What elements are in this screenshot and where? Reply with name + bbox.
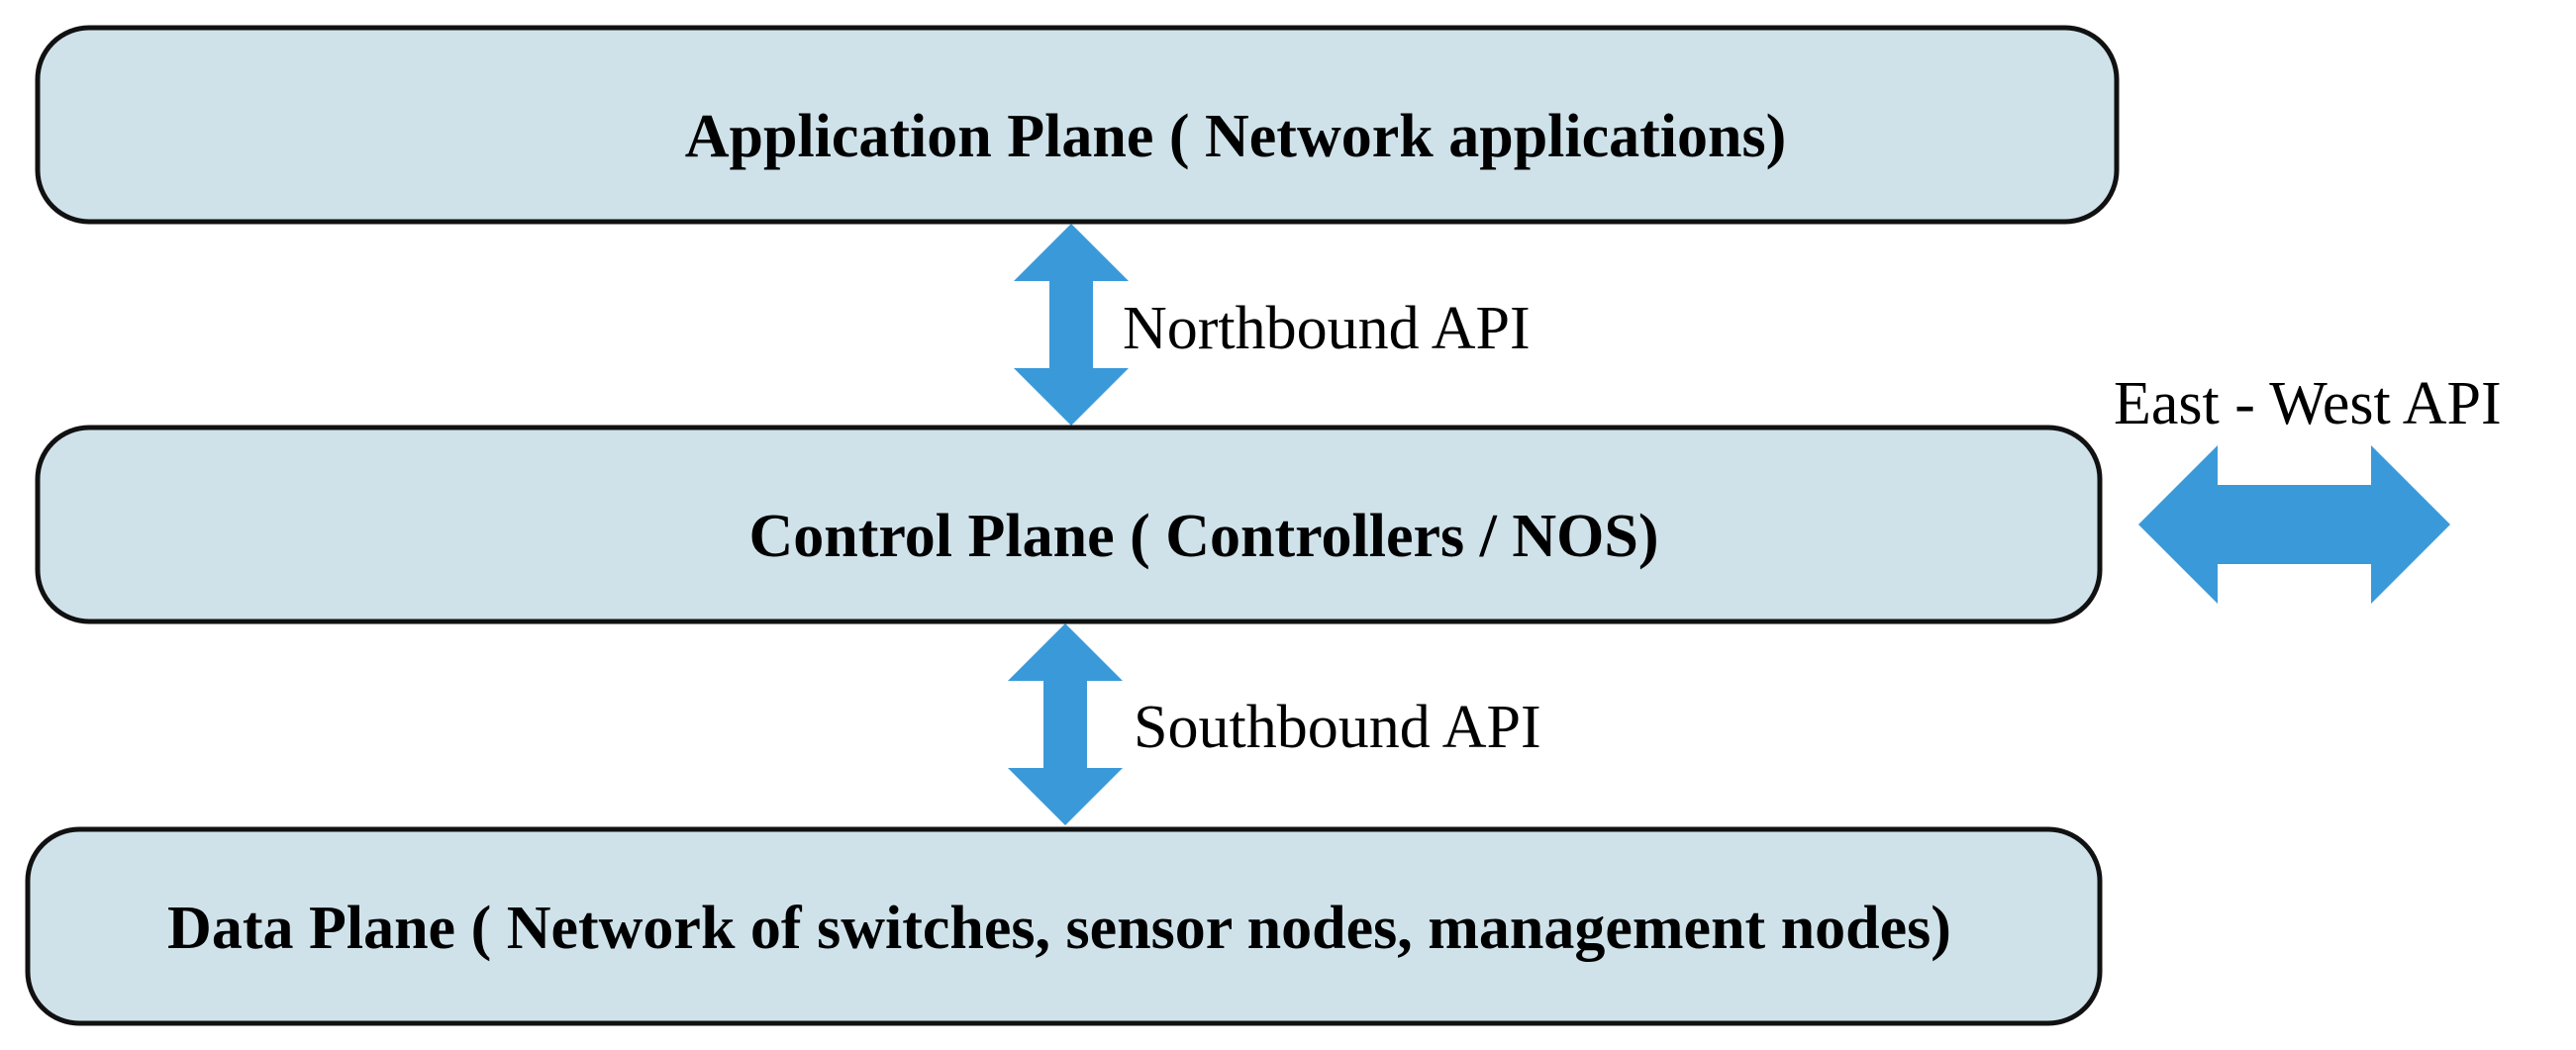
southbound-api-label: Southbound API [1134, 694, 1541, 761]
application-plane-box [35, 25, 2120, 225]
control-plane-box [35, 425, 2103, 624]
control-plane-label: Control Plane ( Controllers / NOS) [748, 503, 1658, 570]
east-west-double-arrow [2138, 445, 2450, 604]
application-plane-label: Application Plane ( Network applications… [685, 103, 1787, 170]
data-plane-label: Data Plane ( Network of switches, sensor… [167, 895, 1951, 962]
east-west-api-label: East - West API [2114, 370, 2502, 437]
northbound-api-label: Northbound API [1123, 295, 1531, 362]
northbound-double-arrow [1014, 224, 1129, 426]
southbound-api-connector: Southbound API [1008, 623, 1541, 825]
data-plane: Data Plane ( Network of switches, sensor… [25, 826, 2103, 1026]
southbound-double-arrow [1008, 623, 1123, 825]
data-plane-box [25, 826, 2103, 1026]
northbound-api-connector: Northbound API [1014, 224, 1531, 426]
east-west-api-connector: East - West API [2114, 370, 2502, 604]
application-plane: Application Plane ( Network applications… [35, 25, 2120, 225]
control-plane: Control Plane ( Controllers / NOS) [35, 425, 2103, 624]
